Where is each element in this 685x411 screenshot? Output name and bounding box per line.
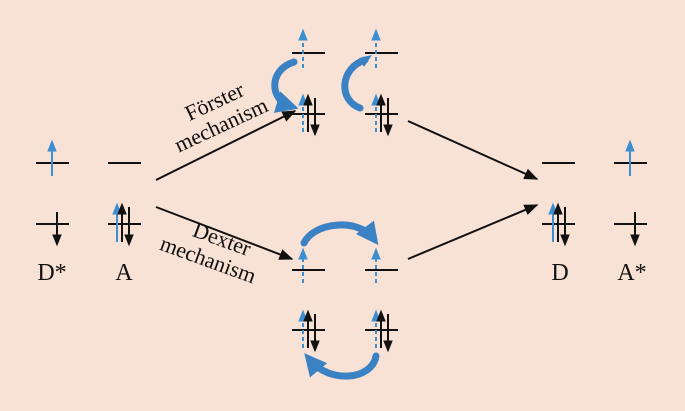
forster-curved-arrow-right bbox=[341, 56, 369, 112]
dexter-product-arrow bbox=[407, 204, 539, 260]
astar-homo-level bbox=[614, 212, 647, 247]
dexter-curved-arrow-bottom bbox=[304, 352, 380, 380]
dexter-label-group: Dexter mechanism bbox=[157, 217, 260, 288]
acceptor-excited-label: A* bbox=[617, 260, 646, 286]
dexter-pathway-arrow bbox=[155, 206, 294, 260]
a-homo-level bbox=[108, 202, 141, 247]
dexter-acceptor-lumo bbox=[365, 247, 398, 283]
forster-donor-lumo bbox=[292, 28, 325, 68]
forster-product-arrow bbox=[407, 120, 539, 180]
dexter-curved-arrow-top bbox=[300, 220, 379, 247]
forster-curved-arrowhead-right bbox=[359, 55, 372, 67]
forster-acceptor-homo bbox=[365, 93, 398, 137]
dexter-acceptor-homo bbox=[365, 309, 398, 353]
acceptor-ground-label: A bbox=[115, 260, 133, 286]
dexter-donor-homo bbox=[292, 309, 325, 353]
dstar-lumo-level bbox=[36, 139, 69, 176]
forster-acceptor-lumo bbox=[365, 28, 398, 68]
dstar-homo-level bbox=[36, 212, 69, 247]
donor-excited-label: D* bbox=[37, 260, 66, 286]
forster-donor-homo bbox=[292, 93, 325, 137]
forster-pathway-arrow bbox=[155, 110, 297, 181]
d-homo-level bbox=[542, 202, 575, 247]
forster-curved-arrow-left bbox=[271, 58, 299, 113]
donor-ground-label: D bbox=[551, 260, 568, 286]
forster-label-group: Förster mechanism bbox=[170, 77, 271, 158]
astar-lumo-level bbox=[614, 139, 647, 176]
dexter-donor-lumo bbox=[292, 247, 325, 283]
